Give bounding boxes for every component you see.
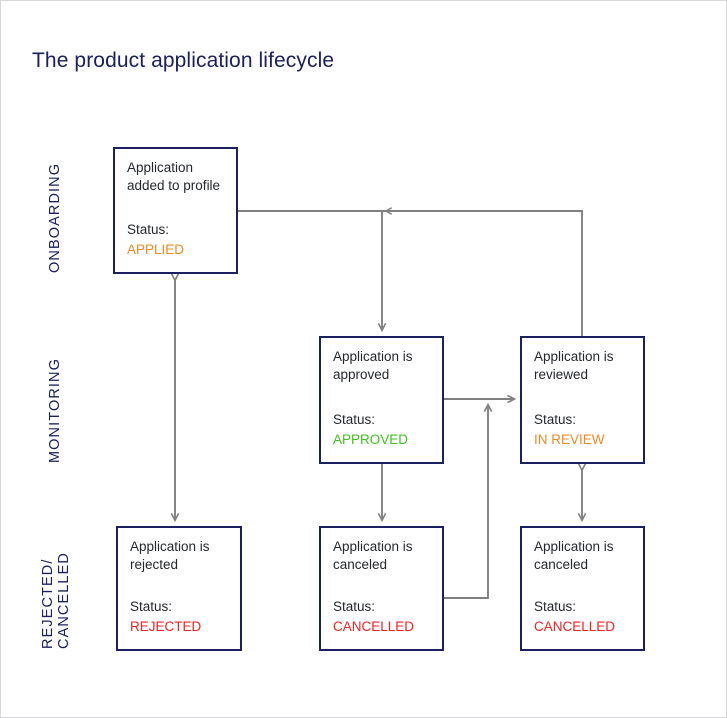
node-reviewed[interactable]: Application is reviewed Status: IN REVIE… <box>520 336 645 464</box>
edge-applied-to-reviewed <box>238 210 583 336</box>
node-canceled-mid-status-value: CANCELLED <box>333 619 415 634</box>
node-reviewed-title: Application is reviewed <box>534 349 614 383</box>
node-canceled-mid-title: Application is canceled <box>333 539 413 573</box>
node-canceled-right-status-label: Status: <box>534 599 577 614</box>
node-rejected[interactable]: Application is rejected Status: REJECTED <box>116 526 242 651</box>
edge-canceled-mid-to-reviewed <box>444 405 488 599</box>
node-applied-status-label: Status: <box>127 222 170 237</box>
node-approved-status-label: Status: <box>333 412 376 427</box>
node-approved-status-value: APPROVED <box>333 432 409 447</box>
node-rejected-title: Application is rejected <box>130 539 210 573</box>
page-title: The product application lifecycle <box>32 49 335 72</box>
node-canceled-right-title: Application is canceled <box>534 539 614 573</box>
node-approved-title: Application is approved <box>333 349 413 383</box>
node-applied-title: Application added to profile <box>127 160 221 194</box>
node-canceled-right-status-value: CANCELLED <box>534 619 616 634</box>
node-approved[interactable]: Application is approved Status: APPROVED <box>319 336 444 464</box>
node-rejected-status-value: REJECTED <box>130 619 202 634</box>
node-canceled-mid[interactable]: Application is canceled Status: CANCELLE… <box>319 526 444 651</box>
node-applied-status-value: APPLIED <box>127 242 185 257</box>
edge-reviewed-back-to-approved <box>382 211 576 330</box>
node-rejected-status-label: Status: <box>130 599 173 614</box>
node-applied[interactable]: Application added to profile Status: APP… <box>113 147 238 274</box>
node-reviewed-status-label: Status: <box>534 412 577 427</box>
node-canceled-right[interactable]: Application is canceled Status: CANCELLE… <box>520 526 645 651</box>
node-reviewed-status-value: IN REVIEW <box>534 432 605 447</box>
node-canceled-mid-status-label: Status: <box>333 599 376 614</box>
